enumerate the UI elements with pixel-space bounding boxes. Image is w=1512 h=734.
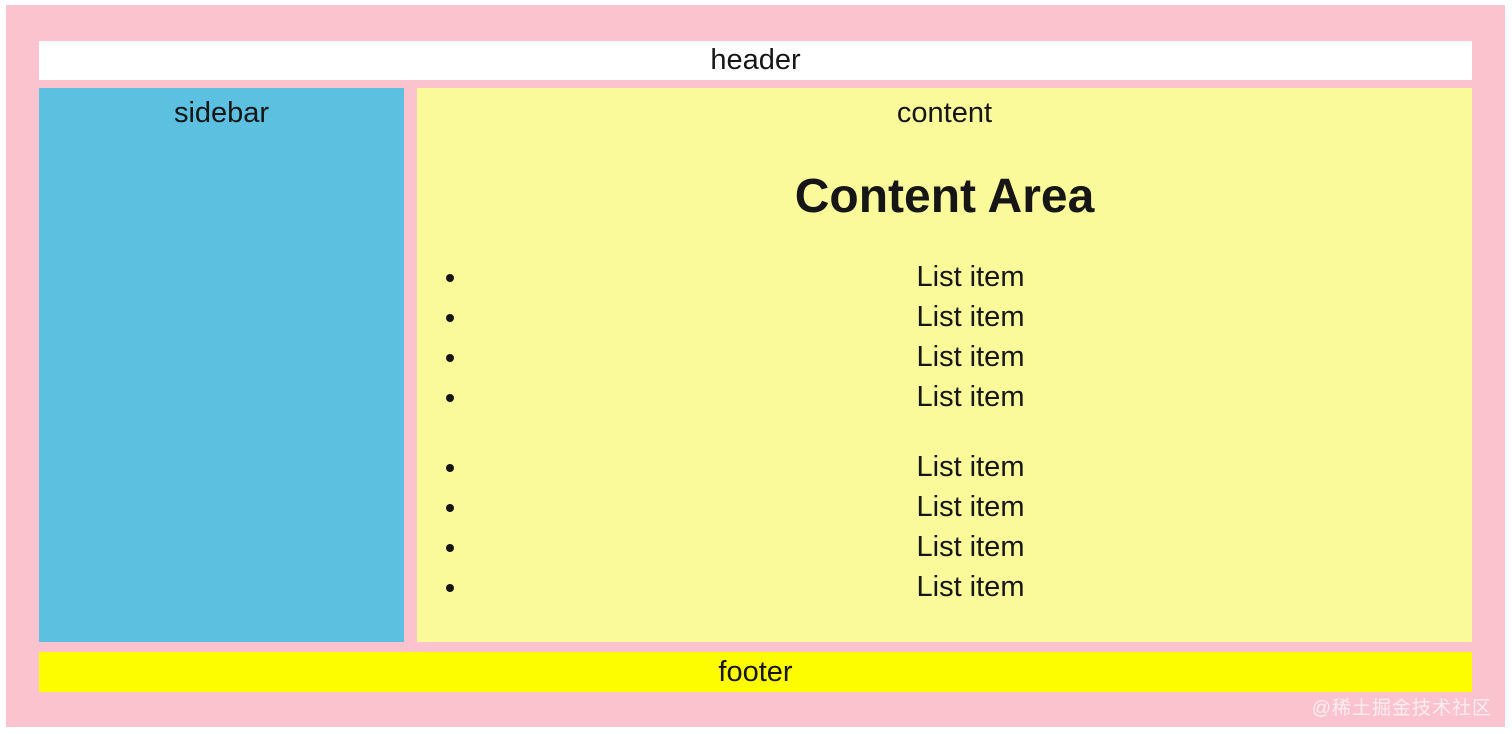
list-item: List item	[469, 487, 1472, 527]
header-label: header	[710, 44, 801, 76]
content-section: content Content Area List itemList itemL…	[417, 88, 1472, 642]
content-label: content	[896, 97, 993, 129]
page-background: header sidebar content Content Area List…	[6, 5, 1505, 727]
content-title: Content Area	[794, 170, 1095, 223]
watermark: @稀土掘金技术社区	[1311, 698, 1492, 719]
main-row: sidebar content Content Area List itemLi…	[39, 88, 1472, 642]
list-item: List item	[469, 257, 1472, 297]
footer-section: footer	[39, 652, 1472, 692]
sidebar-label: sidebar	[173, 97, 270, 129]
list-item: List item	[469, 527, 1472, 567]
header-section: header	[39, 41, 1472, 80]
list-item: List item	[469, 447, 1472, 487]
list-group-2: List itemList itemList itemList item	[417, 447, 1472, 607]
list-item: List item	[469, 377, 1472, 417]
list-item: List item	[469, 567, 1472, 607]
list-item: List item	[469, 297, 1472, 337]
footer-label: footer	[718, 656, 793, 688]
sidebar-section: sidebar	[39, 88, 404, 642]
list-group-1: List itemList itemList itemList item	[417, 257, 1472, 417]
list-item: List item	[469, 337, 1472, 377]
